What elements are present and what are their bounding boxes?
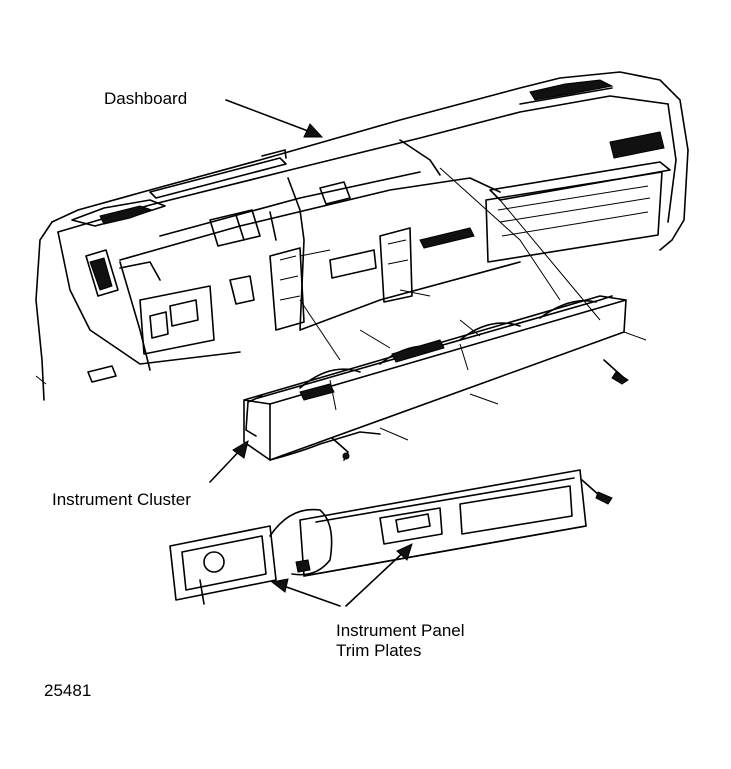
trim-plates-part: [169, 469, 613, 605]
instrument-cluster-arrow: [209, 439, 249, 483]
figure-number: 25481: [44, 681, 91, 700]
trim-plates-label-line1: Instrument Panel: [336, 621, 465, 640]
trim-plates-arrows: [270, 543, 413, 607]
dashboard-arrow: [225, 99, 324, 138]
screw-fastener: [603, 359, 629, 385]
trim-plates-label-line2: Trim Plates: [336, 641, 421, 660]
dashboard-assembly: [35, 71, 689, 401]
assembly-leader-lines: [299, 167, 647, 441]
instrument-cluster-label: Instrument Cluster: [52, 490, 191, 509]
dashboard-label: Dashboard: [104, 89, 187, 108]
instrument-cluster-part: [243, 295, 627, 461]
